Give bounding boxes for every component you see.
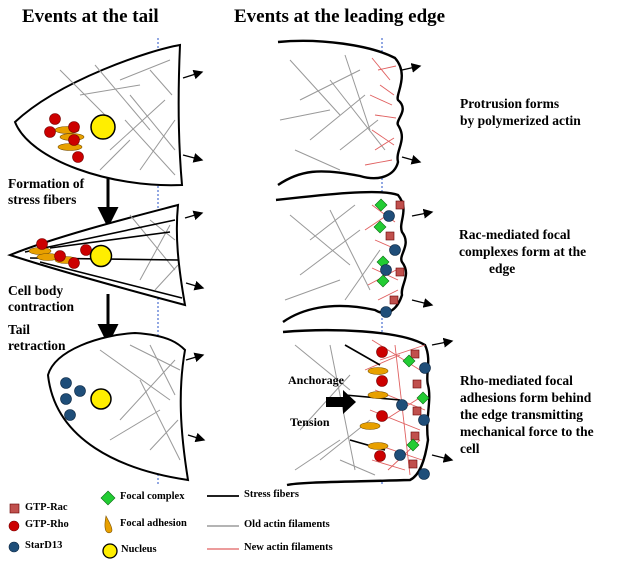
legend-focal-complex-label: Focal complex (120, 491, 185, 502)
label-formation-stress-fibers: Formation of stress fibers (8, 176, 85, 207)
leading-cell-1 (277, 39, 422, 186)
caption-rho-focal-adhesions: Rho-mediated focal adhesions form behind… (460, 373, 594, 456)
header-tail: Events at the tail (22, 6, 159, 27)
legend-old-actin-label: Old actin filaments (244, 519, 330, 530)
legend-new-actin-label: New actin filaments (244, 542, 333, 553)
label-tail-retraction: Tail retraction (8, 322, 66, 353)
label-anchorage: Anchorage (288, 373, 344, 387)
legend-gtp-rho-symbol (8, 520, 20, 532)
legend-gtp-rac-symbol (9, 503, 20, 514)
tension-arrow (326, 390, 356, 414)
caption-protrusion: Protrusion forms by polymerized actin (460, 96, 581, 128)
legend-focal-complex-symbol (100, 490, 116, 506)
label-cell-body-contraction: Cell body contraction (8, 283, 74, 314)
tail-cell-1 (13, 43, 204, 187)
legend-focal-adhesion-label: Focal adhesion (120, 518, 187, 529)
legend-stress-fibers-label: Stress fibers (244, 489, 299, 500)
legend-nucleus-symbol (102, 543, 118, 559)
legend-nucleus-label: Nucleus (121, 544, 157, 555)
legend-stard13-label: StarD13 (25, 540, 63, 551)
header-leading-edge: Events at the leading edge (234, 6, 446, 27)
tail-cell-2 (7, 203, 205, 307)
leading-cell-2 (275, 190, 434, 323)
legend-gtp-rac-label: GTP-Rac (25, 502, 68, 513)
legend-focal-adhesion-symbol (104, 515, 113, 534)
caption-rac-focal-complexes: Rac-mediated focal complexes form at the… (459, 227, 587, 276)
legend-stard13-symbol (8, 541, 20, 553)
label-tension: Tension (290, 415, 330, 429)
legend-symbols (8, 490, 239, 559)
leading-cell-3 (282, 329, 454, 487)
tail-cell-3 (46, 331, 206, 482)
legend-gtp-rho-label: GTP-Rho (25, 519, 69, 530)
